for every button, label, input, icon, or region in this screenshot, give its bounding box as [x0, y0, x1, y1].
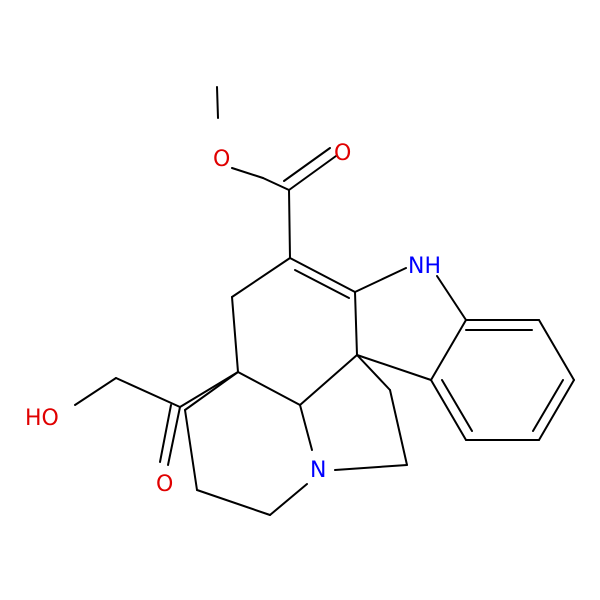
bond [538, 379, 575, 441]
bond [334, 464, 408, 471]
atom-label-ester-oxygen: O [213, 147, 230, 172]
bond [231, 257, 291, 298]
bond [196, 489, 271, 516]
atom-labels: O O NH HO O N [25, 141, 441, 497]
bond [179, 371, 239, 408]
bond [289, 257, 356, 293]
bond [184, 409, 198, 491]
bond [299, 404, 313, 451]
bond [74, 377, 117, 406]
bond [167, 406, 181, 466]
bond [216, 86, 219, 119]
bond [269, 483, 308, 516]
bond [430, 379, 467, 441]
bond [237, 371, 301, 406]
atom-label-carbonyl-oxygen: O [334, 141, 351, 166]
atom-label-hydroxyl: HO [25, 406, 59, 431]
bond [283, 147, 331, 182]
bond [231, 296, 239, 373]
bond [262, 177, 290, 191]
bond [288, 155, 337, 191]
bond [115, 377, 181, 408]
bond [354, 267, 407, 293]
bond [288, 189, 291, 259]
bond [299, 354, 358, 406]
bond [356, 354, 391, 391]
bond [356, 354, 432, 381]
bond [354, 291, 358, 356]
bond [159, 404, 172, 463]
atom-label-indole-nh: NH [408, 254, 441, 279]
bond [532, 379, 564, 432]
bonds [74, 86, 575, 516]
bond [436, 275, 467, 321]
bond [538, 319, 575, 381]
atom-label-amine-nitrogen: N [310, 458, 326, 483]
bond [294, 269, 350, 299]
bond [441, 379, 473, 432]
bond [231, 167, 264, 179]
bond [389, 389, 408, 466]
atom-label-ketone-oxygen: O [156, 472, 173, 497]
bond [430, 319, 467, 381]
